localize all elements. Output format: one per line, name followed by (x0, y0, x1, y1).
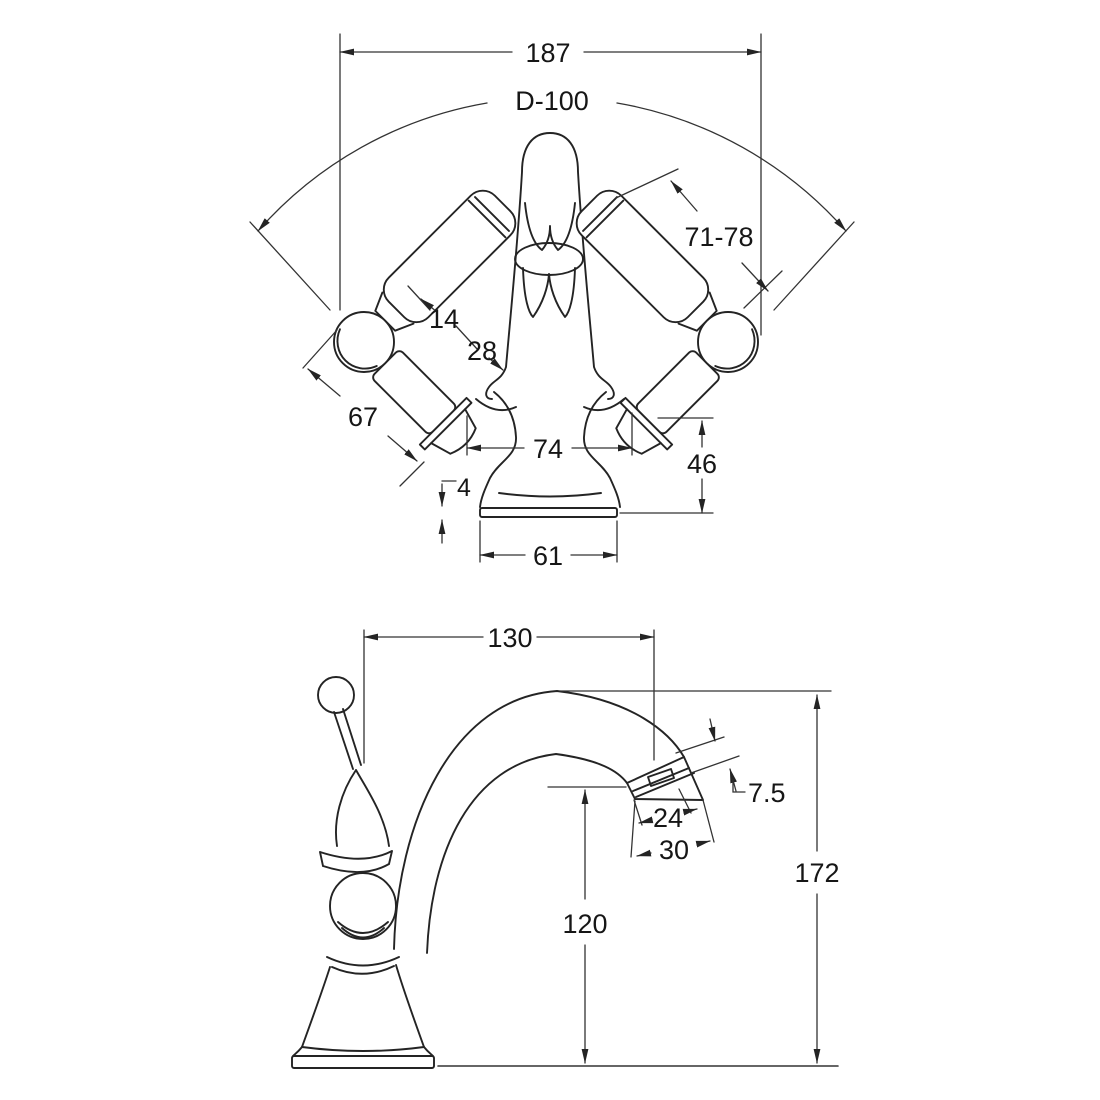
spout-side (393, 690, 704, 954)
side-view: 130 172 120 7.5 24 (291, 623, 840, 1069)
dim-label-overall-width: 187 (525, 38, 570, 68)
dim-label-base-height: 46 (687, 449, 717, 479)
dim-aerator-width: 24 (633, 788, 698, 833)
spout-inner-curve (426, 753, 628, 954)
handle-grip-side (335, 769, 390, 847)
base-flange-front (479, 507, 618, 518)
dim-label-neck: 14 (429, 304, 459, 334)
dim-label-handle-length: 71-78 (684, 222, 753, 252)
dim-handle-assembly: 67 (302, 329, 425, 487)
dim-label-swivel: D-100 (515, 86, 589, 116)
wing-swoosh-left (475, 398, 517, 412)
dim-overall-height: 172 (559, 690, 840, 1064)
base-shoulders (479, 391, 621, 508)
dim-base-height: 46 (619, 417, 717, 514)
wing-swoosh-right (583, 398, 625, 412)
dim-label-spout-height: 120 (562, 909, 607, 939)
dim-label-overall-height: 172 (794, 858, 839, 888)
ball-joint-side (329, 872, 397, 940)
aerator-insert (647, 768, 675, 787)
base-flange-side (291, 1055, 435, 1069)
tulip-ornament (524, 202, 576, 251)
body-cone (301, 964, 425, 1048)
dim-swivel-arc: D-100 (249, 86, 855, 311)
lever-knob (317, 676, 355, 714)
dim-label-spout-reach: 130 (487, 623, 532, 653)
dim-base-width: 61 (479, 520, 618, 571)
spout-front (475, 132, 625, 518)
lever-shaft (333, 708, 362, 770)
dim-inlet-centres: 74 (466, 412, 633, 464)
dim-handle-length: 71-78 (615, 168, 783, 309)
dim-nozzle-width: 30 (630, 799, 715, 865)
dim-spout-height: 120 (547, 786, 627, 1064)
dim-label-nozzle-width: 30 (659, 835, 689, 865)
dim-nozzle-lip: 7.5 (675, 718, 786, 808)
spout-ring (514, 242, 584, 276)
spout-outer-curve (393, 690, 685, 950)
front-view: 187 D-100 71-78 14 28 67 (249, 33, 855, 571)
dim-spout-reach: 130 (363, 623, 655, 764)
handle-side (291, 676, 435, 1069)
dim-label-flange-thickness: 4 (457, 474, 471, 502)
dim-neck-and-valve: 14 28 (407, 285, 504, 371)
dim-label-handle-assembly: 67 (348, 402, 378, 432)
dim-label-inlet-centres: 74 (533, 434, 563, 464)
dim-flange-thickness: 4 (438, 474, 471, 544)
dim-label-base-width: 61 (533, 541, 563, 571)
dim-label-nozzle-lip: 7.5 (748, 778, 786, 808)
base-ridge (498, 492, 602, 498)
dim-label-aerator-width: 24 (653, 803, 683, 833)
dim-label-valve-body: 28 (467, 336, 497, 366)
